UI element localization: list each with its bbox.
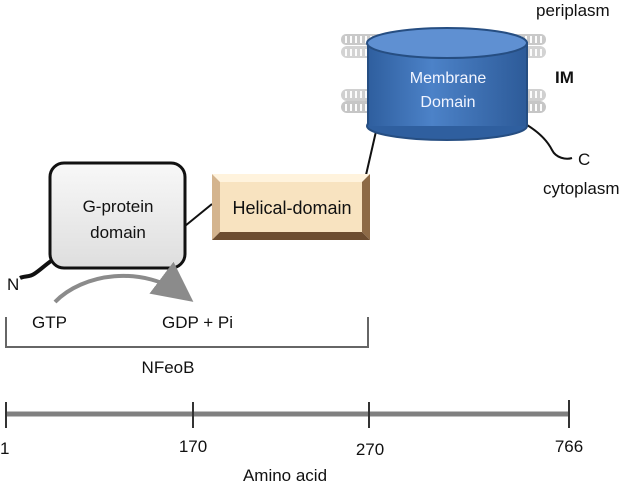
connector-membrane-helical bbox=[365, 126, 378, 176]
cytoplasm-label: cytoplasm bbox=[543, 179, 620, 198]
membrane-domain-label-line1: Membrane bbox=[409, 70, 487, 87]
helical-domain-label: Helical-domain bbox=[232, 198, 352, 218]
n-terminal-tail bbox=[19, 259, 53, 280]
nfeob-bracket bbox=[5, 317, 369, 348]
c-terminus-label: C bbox=[578, 150, 591, 169]
membrane-domain-label-line2: Domain bbox=[420, 94, 476, 111]
g-protein-domain-box bbox=[48, 161, 187, 270]
membrane-domain-cylinder bbox=[366, 27, 528, 141]
gtp-label: GTP bbox=[32, 313, 67, 332]
connector-helical-gprotein bbox=[184, 203, 213, 227]
periplasm-label: periplasm bbox=[536, 1, 610, 20]
axis-tick-label-270: 270 bbox=[355, 440, 385, 459]
nfeob-label: NFeoB bbox=[141, 358, 195, 377]
n-terminus-label: N bbox=[7, 275, 20, 294]
g-protein-domain-label-line2: domain bbox=[90, 223, 146, 242]
axis-tick-label-1: 1 bbox=[0, 439, 10, 458]
c-terminal-tail bbox=[526, 124, 573, 160]
gtp-hydrolysis-arrow bbox=[53, 261, 194, 304]
axis-tick-label-766: 766 bbox=[554, 437, 584, 456]
amino-acid-axis-label: Amino acid bbox=[242, 466, 328, 485]
gdp-pi-label: GDP + Pi bbox=[162, 313, 234, 332]
im-label: IM bbox=[555, 68, 574, 87]
g-protein-domain-label-line1: G-protein bbox=[82, 197, 154, 216]
amino-acid-axis bbox=[5, 400, 570, 428]
helical-domain-box bbox=[212, 174, 370, 240]
axis-tick-label-170: 170 bbox=[178, 437, 208, 456]
